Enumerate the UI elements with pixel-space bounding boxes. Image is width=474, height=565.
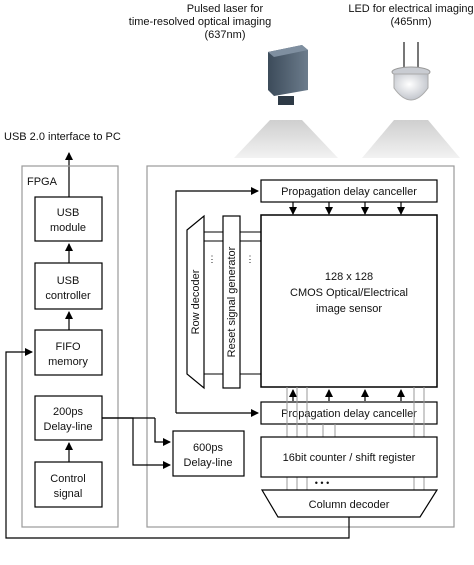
connections (5, 187, 350, 539)
delay200-label-2: Delay-line (44, 421, 93, 433)
reset-generator-block: Reset signal generator (222, 215, 241, 389)
row-decoder-ellipsis: ⋮ (208, 254, 217, 264)
usb-module-label-1: USB (57, 207, 80, 219)
laser-top-face (268, 45, 308, 57)
usb-controller-block: USB controller (34, 262, 103, 310)
pdc-top-block: Propagation delay canceller (260, 179, 438, 203)
column-decoder-label: Column decoder (309, 499, 390, 511)
sensor-label-3: image sensor (316, 303, 382, 315)
fifo-block: FIFO memory (34, 329, 103, 376)
wire-to-pdc-top (175, 187, 259, 413)
counter-label: 16bit counter / shift register (283, 452, 416, 464)
delay-600ps-block: 600ps Delay-line (172, 430, 245, 477)
counter-block: 16bit counter / shift register (260, 436, 438, 478)
usb-interface-label: USB 2.0 interface to PC (4, 131, 121, 143)
reset-ellipsis: ⋮ (246, 254, 255, 264)
pdc-bottom-label: Propagation delay canceller (281, 408, 417, 420)
led-label-1: LED for electrical imaging (348, 3, 473, 15)
row-decoder-label: Row decoder (190, 269, 202, 334)
delay200-label-1: 200ps (53, 406, 83, 418)
delay600-label-2: Delay-line (184, 457, 233, 469)
sensor-block: 128 x 128 CMOS Optical/Electrical image … (260, 214, 438, 388)
fifo-label-2: memory (48, 356, 88, 368)
pdc-bottom-arrows (289, 389, 405, 401)
led-icon (393, 73, 429, 101)
sensor-label-2: CMOS Optical/Electrical (290, 287, 408, 299)
bitline-ellipsis: • • • (315, 478, 329, 488)
row-decoder-block: Row decoder (186, 214, 205, 390)
column-bitlines (286, 387, 425, 490)
sensor-label-1: 128 x 128 (325, 271, 373, 283)
led-label-2: (465nm) (391, 16, 432, 28)
laser-icon (268, 45, 308, 96)
pdc-top-arrows (289, 202, 405, 215)
usb-controller-label-1: USB (57, 275, 80, 287)
row-decoder-wires: ⋮ (204, 231, 223, 375)
column-decoder-block: Column decoder (260, 489, 439, 518)
chip-outline (146, 165, 455, 528)
laser-label-2: time-resolved optical imaging (129, 16, 271, 28)
pdc-top-label: Propagation delay canceller (281, 186, 417, 198)
wire-branch-to-600ps-upper (154, 438, 171, 446)
led-source: LED for electrical imaging (465nm) (348, 3, 474, 158)
laser-source: Pulsed laser for time-resolved optical i… (129, 3, 338, 158)
fpga-outline (21, 165, 119, 528)
fpga-label: FPGA (27, 176, 58, 188)
led-beam (362, 120, 460, 158)
wire-output-to-fifo (5, 348, 350, 539)
pdc-bottom-block: Propagation delay canceller (260, 401, 438, 425)
delay-200ps-block: 200ps Delay-line (34, 395, 103, 441)
fifo-label-1: FIFO (55, 341, 80, 353)
laser-nozzle (278, 96, 294, 105)
control-signal-block: Control signal (34, 461, 103, 508)
reset-wires: ⋮ (240, 231, 261, 375)
laser-beam (234, 120, 338, 158)
usb-module-block: USB module (34, 196, 103, 242)
delay600-label-1: 600ps (193, 442, 223, 454)
laser-label-1: Pulsed laser for (187, 3, 264, 15)
usb-controller-label-2: controller (45, 290, 91, 302)
reset-generator-label: Reset signal generator (226, 246, 238, 357)
laser-label-3: (637nm) (205, 29, 246, 41)
control-label-2: signal (54, 488, 83, 500)
control-label-1: Control (50, 473, 85, 485)
usb-module-label-2: module (50, 222, 86, 234)
